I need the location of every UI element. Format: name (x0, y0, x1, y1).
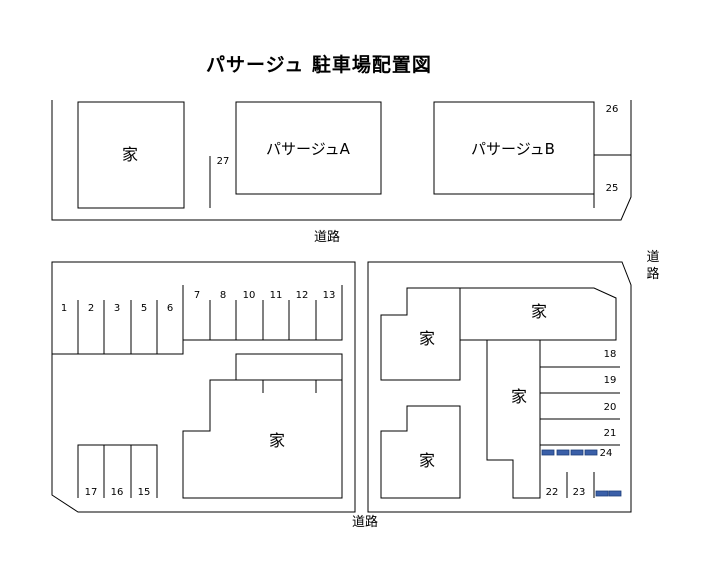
space-number: 2 (88, 303, 94, 314)
building-a-label: パサージュA (266, 140, 351, 158)
marker (595, 490, 609, 497)
space-number: 13 (323, 290, 336, 301)
space-number: 10 (243, 290, 256, 301)
space-number: 23 (573, 487, 586, 498)
space-number: 8 (220, 290, 226, 301)
house-label: 家 (531, 302, 547, 321)
reserved-markers (541, 449, 622, 497)
space-number: 6 (167, 303, 173, 314)
marker (608, 490, 622, 497)
house-label: 家 (511, 387, 527, 406)
top-block-outline (51, 100, 632, 221)
house-bottom-left (182, 353, 343, 499)
road-label-vertical-2: 路 (646, 266, 659, 282)
marker (570, 449, 584, 456)
space-number: 7 (194, 290, 200, 301)
house-right-lower-left (380, 405, 461, 499)
space-number: 25 (606, 183, 619, 194)
space-number: 5 (141, 303, 147, 314)
space-number: 15 (138, 487, 151, 498)
space-number: 26 (606, 104, 619, 115)
building-a (235, 101, 382, 195)
space-number: 17 (85, 487, 98, 498)
space-number: 20 (604, 402, 617, 413)
space-number: 19 (604, 375, 617, 386)
road-label-vertical-1: 道 (646, 250, 659, 265)
space-number: 12 (296, 290, 309, 301)
house-label: 家 (269, 431, 285, 450)
road-label-bottom: 道路 (352, 514, 378, 530)
parking-row-15-17 (77, 444, 158, 498)
space-number: 16 (111, 487, 124, 498)
space-number: 18 (604, 349, 617, 360)
house-label: 家 (419, 451, 435, 470)
page-title: パサージュ 駐車場配置図 (206, 54, 432, 76)
space-number: 3 (114, 303, 120, 314)
space-number: 24 (600, 448, 613, 459)
marker (541, 449, 555, 456)
space-number: 11 (270, 290, 283, 301)
space-number: 22 (546, 487, 559, 498)
bottom-left-block-outline (51, 261, 356, 513)
house-top-left (77, 101, 185, 209)
road-label-top: 道路 (314, 229, 340, 245)
marker (556, 449, 570, 456)
bottom-right-block-outline (367, 261, 632, 513)
house-label: 家 (419, 329, 435, 348)
building-b-label: パサージュB (471, 140, 555, 158)
space-number: 27 (217, 156, 230, 167)
house-right-top (460, 287, 617, 341)
house-label: 家 (122, 145, 138, 164)
space-number: 21 (604, 428, 617, 439)
house-right-middle (486, 340, 541, 499)
space-number: 1 (61, 303, 67, 314)
marker (584, 449, 598, 456)
